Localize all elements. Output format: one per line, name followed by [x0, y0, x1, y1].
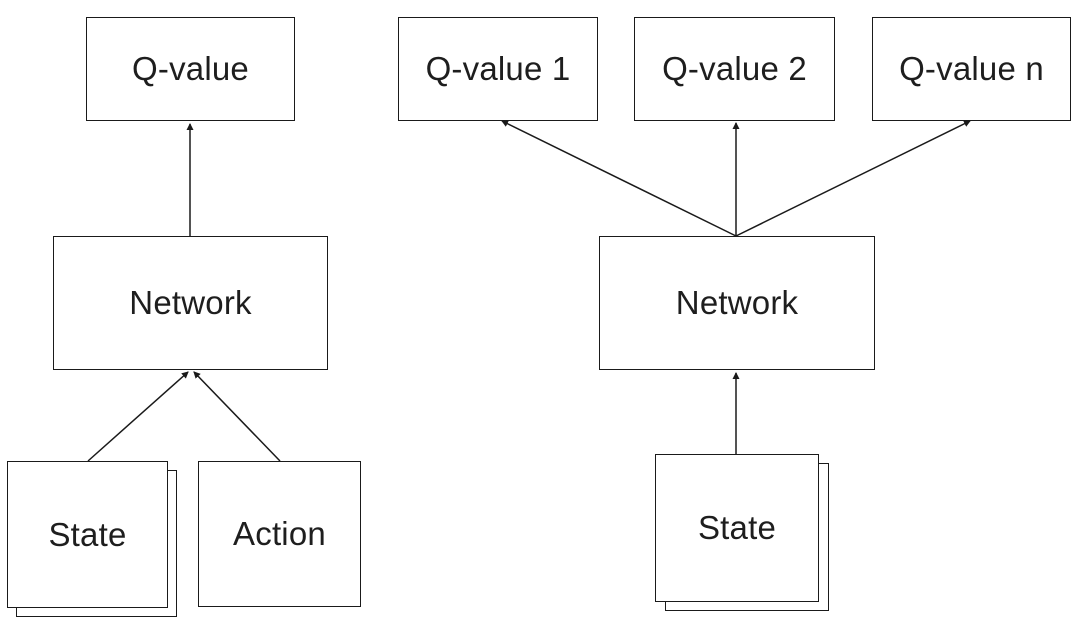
- left-qvalue-label: Q-value: [132, 50, 249, 87]
- right-qvalue-1-label: Q-value 1: [425, 50, 571, 87]
- right-qvalue-n-box: Q-value n: [872, 17, 1071, 121]
- left-state-box: State: [7, 461, 168, 608]
- left-action-label: Action: [233, 515, 326, 552]
- right-network-label: Network: [675, 284, 799, 321]
- right-state-label: State: [697, 509, 777, 546]
- arrow-network-to-qvalue-1: [501, 120, 737, 237]
- right-qvalue-1-box: Q-value 1: [398, 17, 598, 121]
- right-state-box: State: [655, 454, 819, 602]
- left-qvalue-box: Q-value: [86, 17, 295, 121]
- right-qvalue-2-label: Q-value 2: [662, 50, 807, 87]
- arrow-action-to-network: [193, 371, 281, 462]
- right-qvalue-2-box: Q-value 2: [634, 17, 835, 121]
- arrow-state-to-network: [87, 371, 189, 462]
- left-network-box: Network: [53, 236, 328, 370]
- right-qvalue-n-label: Q-value n: [899, 50, 1044, 87]
- left-action-box: Action: [198, 461, 361, 607]
- left-network-label: Network: [129, 284, 252, 321]
- arrow-network-to-qvalue-n: [735, 120, 971, 237]
- right-network-box: Network: [599, 236, 875, 370]
- left-state-label: State: [48, 515, 127, 553]
